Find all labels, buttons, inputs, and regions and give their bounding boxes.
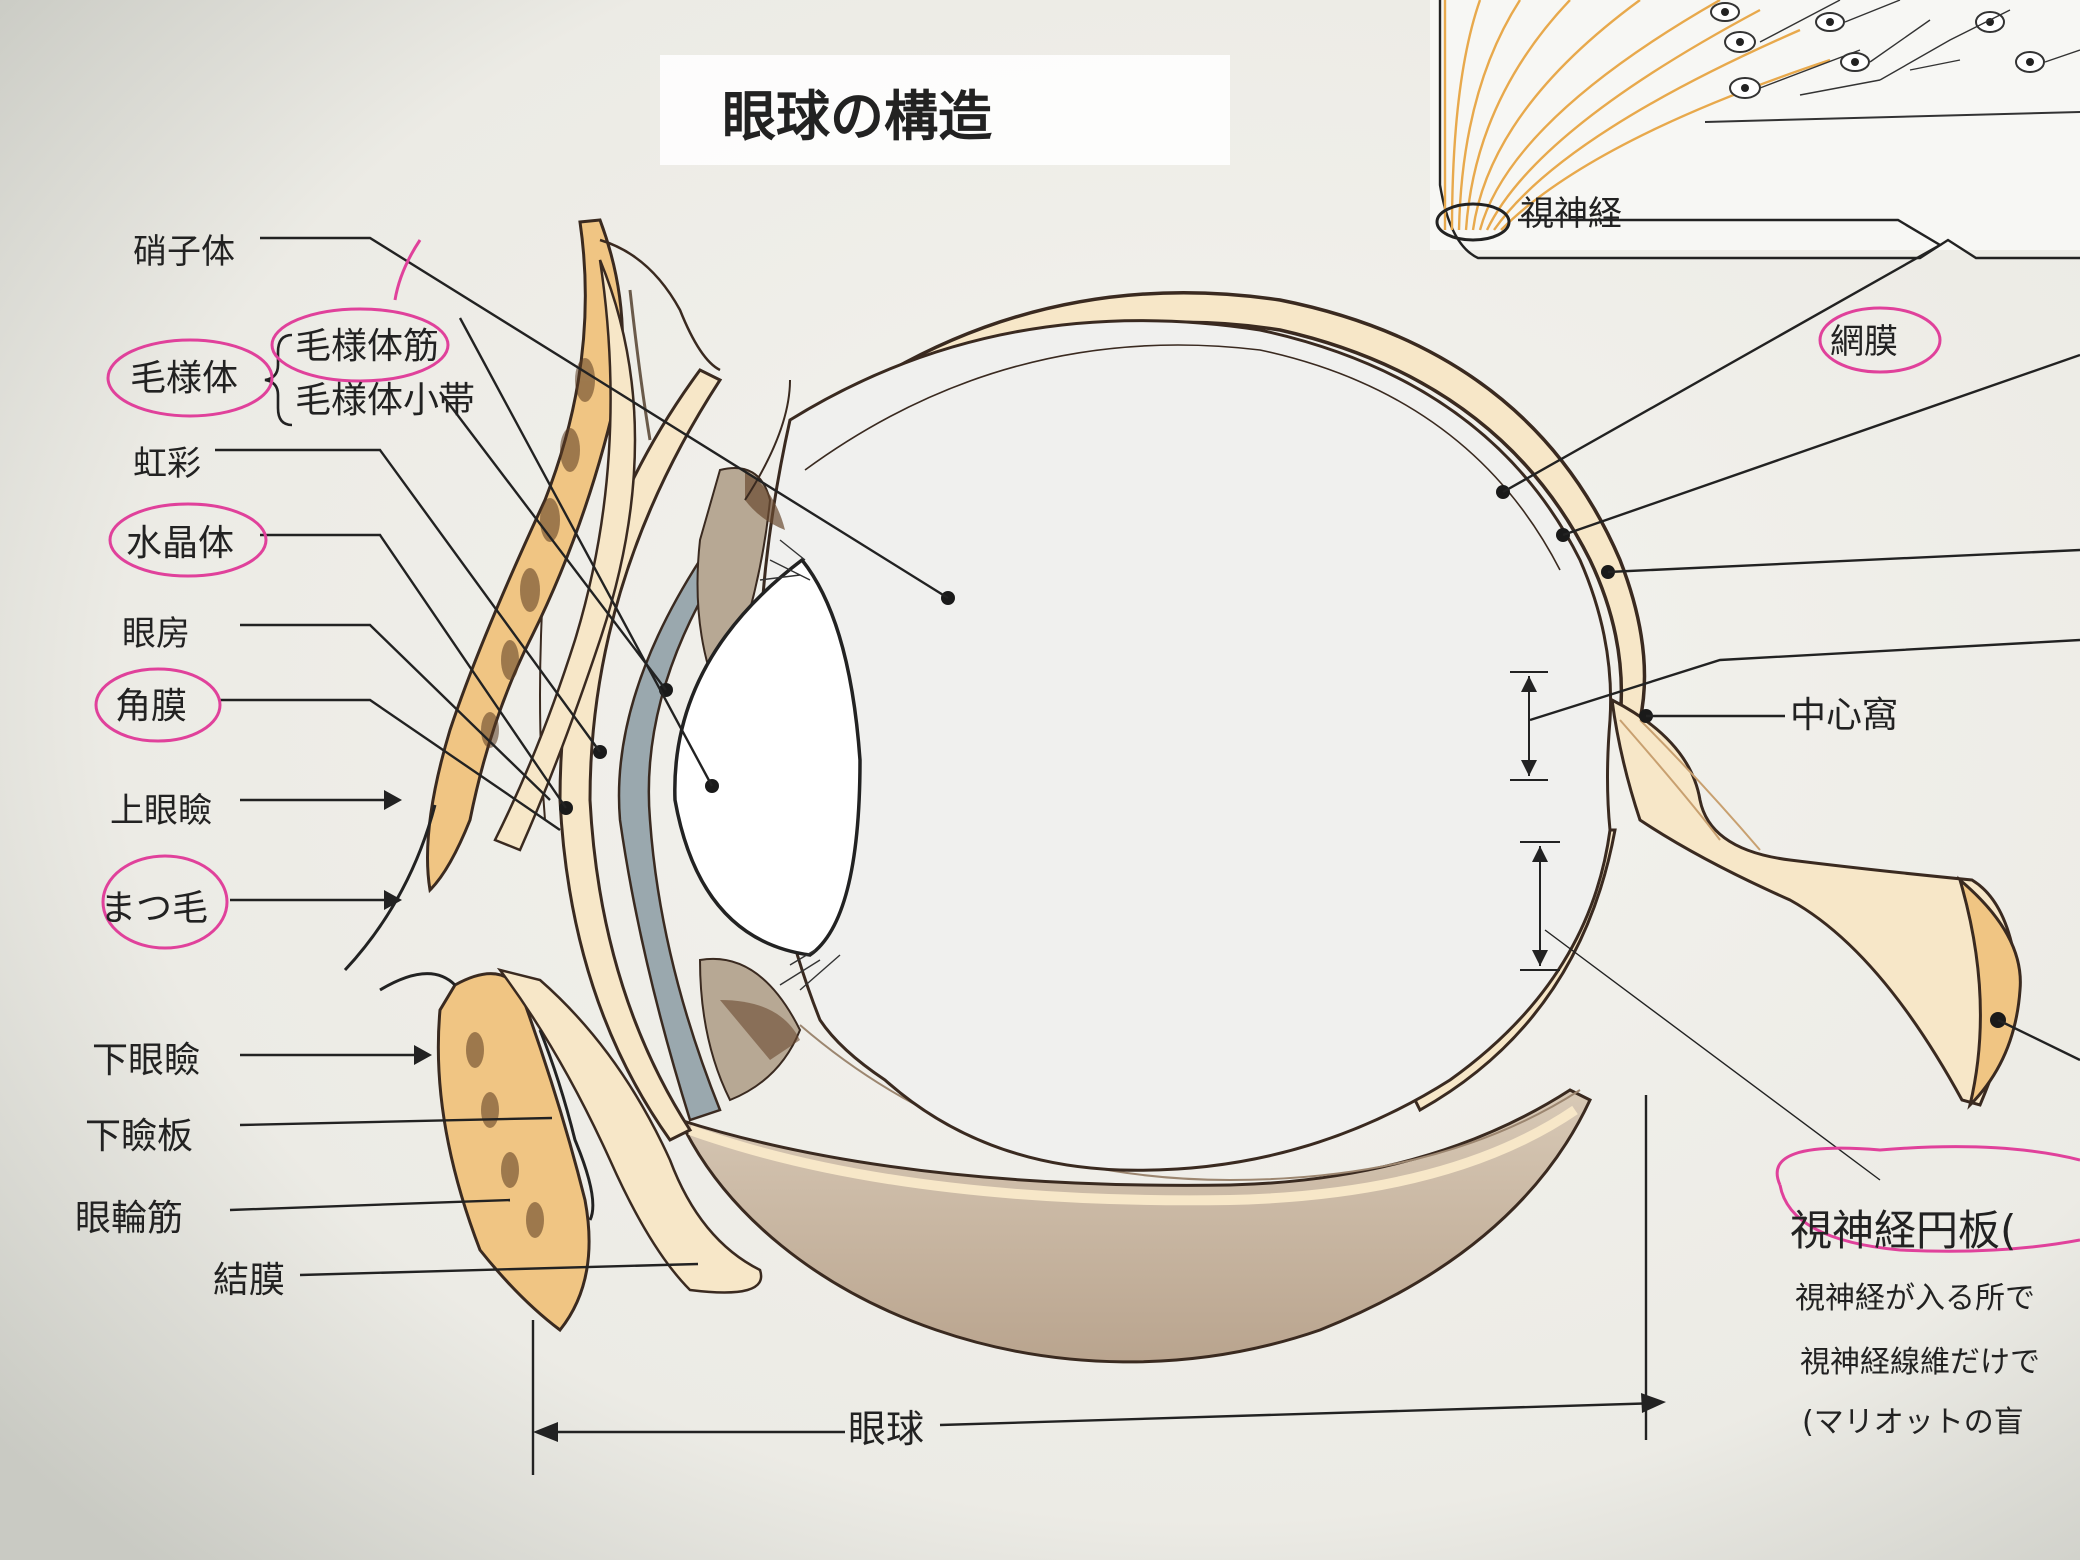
optic-nerve-cut-end [1957, 875, 2022, 1110]
label-orbicularis: 眼輪筋 [75, 1198, 183, 1239]
eyeball [539, 291, 2022, 1364]
label-retina: 網膜 [1830, 322, 1898, 362]
choroid-cut-band [688, 1105, 1578, 1206]
label-vitreous: 硝子体 [133, 232, 235, 272]
label-eyeball: 眼球 [848, 1407, 924, 1451]
optic-nerve-bundle-ring [1435, 202, 1511, 242]
page-title: 眼球の構造 [722, 85, 992, 148]
leader-lines [215, 218, 2080, 1277]
optic-nerve-fibers [1443, 0, 1831, 231]
label-lens: 水晶体 [126, 523, 234, 564]
optic-disc-text-line-3: (マリオットの盲 [1802, 1405, 2024, 1440]
cell-nuclei [1721, 8, 2034, 92]
ciliary-brace [264, 333, 293, 427]
retina-inner-line [804, 344, 1561, 571]
label-ciliary-muscle: 毛様体筋 [295, 326, 439, 367]
label-chamber: 眼房 [122, 614, 190, 654]
label-conjunctiva: 結膜 [213, 1260, 285, 1301]
label-ciliary-body: 毛様体 [130, 358, 238, 399]
optic-disc-text-line-1: 視神経が入る所で [1795, 1281, 2035, 1316]
sclera-cut-surface [677, 1088, 1592, 1364]
label-lower-tarsus: 下瞼板 [85, 1116, 193, 1157]
cell-processes [1759, 0, 2080, 96]
label-zonule: 毛様体小帯 [295, 380, 475, 421]
label-lower-eyelid: 下眼瞼 [92, 1040, 200, 1081]
zonule-fibers [759, 539, 841, 991]
vitreous-body [756, 319, 1613, 1172]
retina-inset [1435, 0, 2080, 260]
eyelids [343, 218, 763, 1333]
label-optic-disc-title: 視神経円板( [1790, 1206, 2016, 1255]
label-upper-eyelid: 上眼瞼 [110, 791, 212, 831]
label-eyelash: まつ毛 [100, 888, 208, 929]
label-optic-nerve: 視神経 [1520, 194, 1622, 234]
lower-eyelid-inner [496, 967, 763, 1294]
annotation-rings [94, 239, 2080, 1253]
title-panel [660, 55, 1230, 165]
optic-disc-text-line-2: 視神経線維だけで [1800, 1345, 2040, 1380]
leader-arrowheads [384, 790, 432, 1065]
upper-eyelid-inner [493, 259, 637, 852]
label-iris: 虹彩 [133, 444, 201, 484]
label-cornea: 角膜 [115, 686, 187, 727]
lower-eyelash [379, 972, 457, 992]
lens [673, 557, 862, 957]
upper-eyelash [343, 804, 437, 972]
iris [617, 558, 722, 1122]
label-fovea: 中心窩 [1790, 695, 1898, 736]
measure-lines [531, 671, 1666, 1475]
